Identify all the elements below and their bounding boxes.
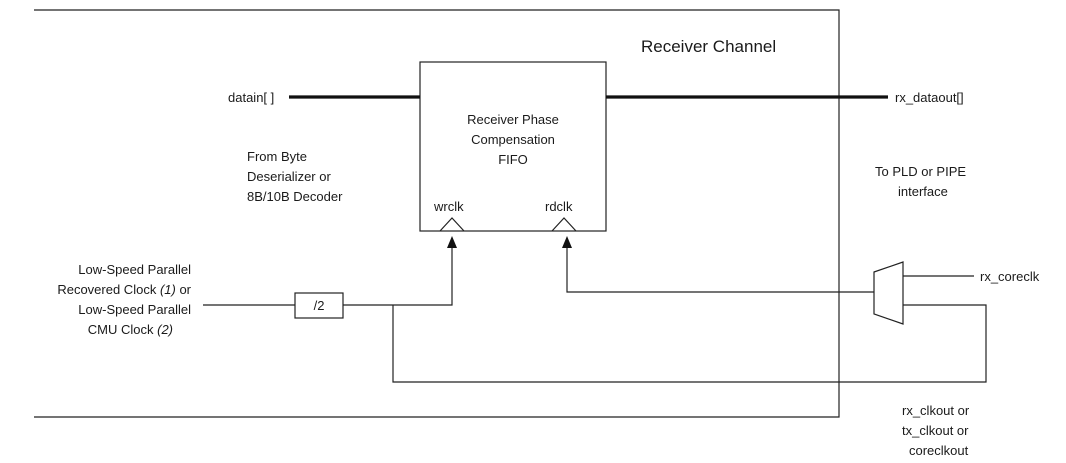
to-dest-line1: To PLD or PIPE	[875, 164, 966, 179]
dataout-label: rx_dataout[]	[895, 90, 964, 105]
clock-source-line2-text: Recovered Clock	[57, 282, 160, 297]
fifo-label-line3: FIFO	[498, 152, 528, 167]
fifo-block	[419, 61, 607, 232]
clkout-line1: rx_clkout or	[902, 403, 970, 418]
clock-source-line1: Low-Speed Parallel	[78, 262, 191, 277]
wrclk-label: wrclk	[433, 199, 464, 214]
fifo-label-line1: Receiver Phase	[467, 112, 559, 127]
coreclk-label: rx_coreclk	[980, 269, 1040, 284]
clock-mux	[873, 261, 904, 325]
fifo-label-line2: Compensation	[471, 132, 555, 147]
receiver-channel-boundary	[34, 9, 840, 418]
to-dest-line2: interface	[898, 184, 948, 199]
from-source-line2: Deserializer or	[247, 169, 331, 184]
rdclk-clock-triangle	[551, 217, 577, 232]
divider-label: /2	[314, 298, 325, 313]
channel-title: Receiver Channel	[641, 37, 776, 56]
rdclk-arrow-icon	[562, 236, 572, 248]
wrclk-clock-triangle	[439, 217, 465, 232]
clock-source-line2-tail: or	[176, 282, 192, 297]
wrclk-wire	[343, 242, 453, 306]
clkout-feedback-wire	[392, 304, 987, 383]
clock-source-line2: Recovered Clock (1) or	[57, 282, 191, 297]
wrclk-arrow-icon	[447, 236, 457, 248]
footnote-1: (1)	[160, 282, 176, 297]
datain-label: datain[ ]	[228, 90, 274, 105]
clock-source-line3: Low-Speed Parallel	[78, 302, 191, 317]
from-source-line1: From Byte	[247, 149, 307, 164]
footnote-2: (2)	[157, 322, 173, 337]
rdclk-wire	[566, 242, 874, 293]
clkout-line2: tx_clkout or	[902, 423, 969, 438]
clock-source-line4: CMU Clock (2)	[88, 322, 173, 337]
rdclk-label: rdclk	[545, 199, 573, 214]
clock-source-line4-text: CMU Clock	[88, 322, 157, 337]
clkout-line3: coreclkout	[909, 443, 969, 458]
from-source-line3: 8B/10B Decoder	[247, 189, 343, 204]
